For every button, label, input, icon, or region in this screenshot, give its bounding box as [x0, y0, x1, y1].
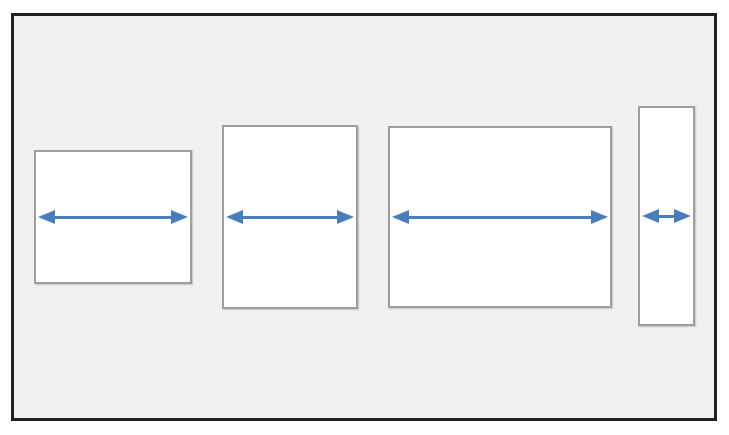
arrow-left-head-icon	[392, 210, 409, 224]
arrow-shaft	[408, 215, 592, 219]
arrow-right-head-icon	[591, 210, 608, 224]
double-headed-arrow-icon	[226, 210, 354, 224]
arrow-right-head-icon	[171, 210, 188, 224]
outer-frame	[11, 13, 717, 421]
double-headed-arrow-icon	[642, 209, 691, 223]
rectangle-1	[34, 150, 192, 284]
arrow-right-head-icon	[674, 209, 691, 223]
double-headed-arrow-icon	[38, 210, 188, 224]
rectangle-2	[222, 125, 358, 309]
arrow-left-head-icon	[38, 210, 55, 224]
arrow-shaft	[54, 215, 172, 219]
arrow-left-head-icon	[642, 209, 659, 223]
arrow-right-head-icon	[337, 210, 354, 224]
arrow-left-head-icon	[226, 210, 243, 224]
arrow-shaft	[658, 214, 675, 218]
rectangle-3	[388, 126, 612, 308]
double-headed-arrow-icon	[392, 210, 608, 224]
arrow-shaft	[242, 215, 338, 219]
rectangle-4	[638, 106, 695, 326]
